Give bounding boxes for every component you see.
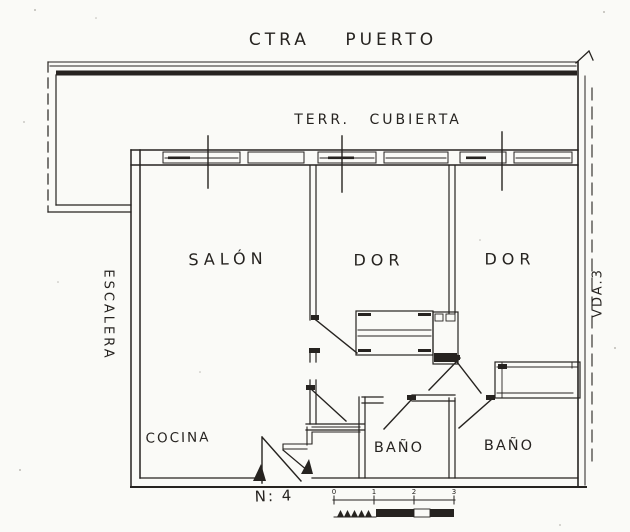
scale-tick-0: 0 — [331, 488, 337, 496]
entrance-steps — [282, 426, 361, 472]
bed — [355, 310, 434, 356]
room-label-cocina: COCINA — [145, 429, 211, 447]
scan-noise — [19, 9, 616, 526]
wardrobe-column — [432, 311, 459, 365]
room-label-dormitorio-1: DOR — [353, 250, 405, 270]
terrace-walls — [47, 50, 594, 213]
room-label-bano-1: BAÑO — [373, 440, 425, 456]
room-label-bano-2: BAÑO — [483, 438, 535, 454]
window-band — [162, 131, 573, 193]
built-in-wardrobe — [494, 361, 581, 399]
room-label-dormitorio-2: DOR — [484, 249, 536, 269]
apartment-outline — [130, 149, 587, 488]
scale-tick-1: 1 — [371, 488, 377, 496]
label-vda-3: VDA.3 — [590, 268, 606, 318]
label-escalera: ESCALERA — [100, 269, 116, 361]
door-swings — [253, 315, 495, 484]
label-street-ctra-puerto: CTRA PUERTO — [248, 30, 438, 50]
interior-walls — [305, 165, 456, 479]
label-terraza-cubierta: TERR. CUBIERTA — [294, 112, 462, 128]
room-label-salon: SALÓN — [188, 248, 268, 270]
scale-bar — [332, 495, 456, 518]
right-outer-wall — [577, 61, 593, 488]
scale-tick-2: 2 — [411, 488, 417, 496]
scale-tick-3: 3 — [451, 488, 457, 496]
label-door-number: N: 4 — [254, 486, 294, 506]
